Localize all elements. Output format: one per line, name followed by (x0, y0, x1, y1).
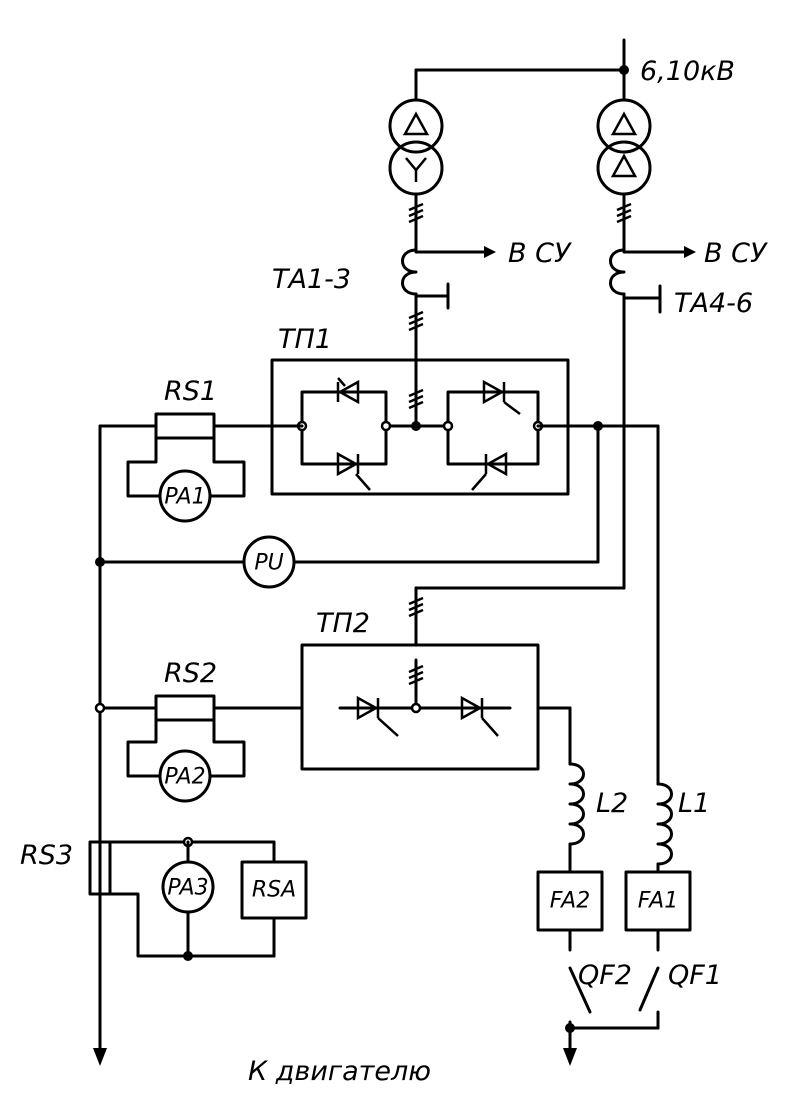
l2-label: L2 (596, 788, 628, 819)
feeder-1 (401, 192, 496, 362)
tp1-output (536, 421, 660, 786)
rsa-label: RSA (252, 878, 296, 903)
fa1-label: FA1 (638, 889, 678, 914)
transformer-1 (388, 98, 444, 196)
to-control-label-2: В СУ (704, 238, 768, 269)
output-branch-2: FA2 (536, 706, 604, 1066)
shunt-rs1 (126, 412, 246, 498)
supply-voltage-label: 6,10кВ (640, 56, 735, 87)
fa2-label: FA2 (550, 889, 590, 914)
to-control-label-1: В СУ (508, 238, 572, 269)
rs3-label: RS3 (20, 840, 73, 871)
pa1-label: PA1 (164, 485, 205, 510)
pu-label: PU (254, 551, 283, 576)
output-branch-1: FA1 (568, 782, 692, 1030)
voltmeter-pu: PU (95, 535, 600, 589)
ta2-label: ТА4-6 (674, 288, 753, 319)
pa2-label: PA2 (164, 765, 205, 790)
relay-rsa: RSA (240, 860, 308, 920)
transformer-2 (596, 98, 652, 196)
ammeter-pa2: PA2 (158, 749, 212, 803)
qf1-label: QF1 (668, 960, 722, 991)
pa3-label: PA3 (167, 876, 208, 901)
supply-bus (414, 38, 629, 102)
ta1-label: ТА1-3 (272, 264, 351, 295)
shunt-rs2 (94, 694, 304, 778)
qf2-label: QF2 (578, 960, 632, 991)
ammeter-pa3: PA3 (161, 860, 215, 914)
rs1-label: RS1 (164, 376, 217, 407)
feeder-2 (408, 192, 696, 647)
tp2-label: ТП2 (316, 608, 370, 639)
main-bus (93, 424, 304, 1066)
rs2-label: RS2 (164, 658, 217, 689)
shunt-rs3 (88, 836, 276, 961)
tp1-label: ТП1 (278, 324, 332, 355)
l1-label: L1 (678, 788, 710, 819)
converter-tp1 (270, 358, 570, 496)
converter-tp2 (300, 643, 540, 771)
ammeter-pa1: PA1 (158, 469, 212, 523)
motor-caption: К двигателю (248, 1056, 431, 1087)
